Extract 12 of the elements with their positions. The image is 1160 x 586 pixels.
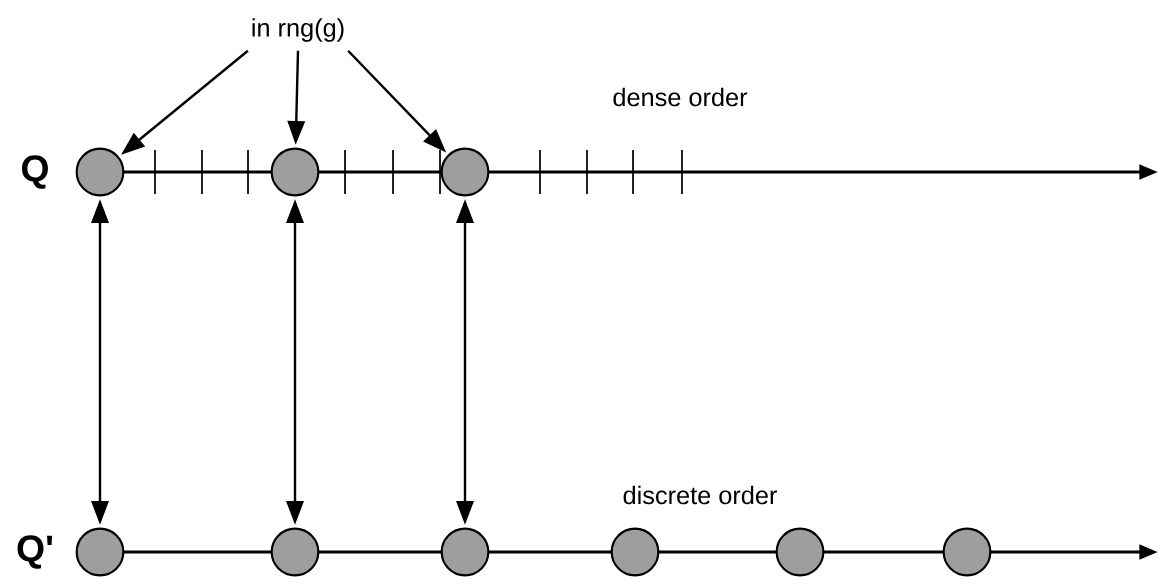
point-marker xyxy=(270,527,320,577)
point-marker xyxy=(75,527,125,577)
axis-label: dense order xyxy=(613,87,748,107)
point-marker xyxy=(440,527,490,577)
point-marker xyxy=(270,147,320,197)
point-marker xyxy=(942,527,992,577)
point-marker xyxy=(440,147,490,197)
range-label: in rng(g) xyxy=(252,18,344,42)
point-marker xyxy=(610,527,660,577)
axis-label: discrete order xyxy=(623,485,777,505)
point-marker xyxy=(775,527,825,577)
point-marker xyxy=(75,147,125,197)
